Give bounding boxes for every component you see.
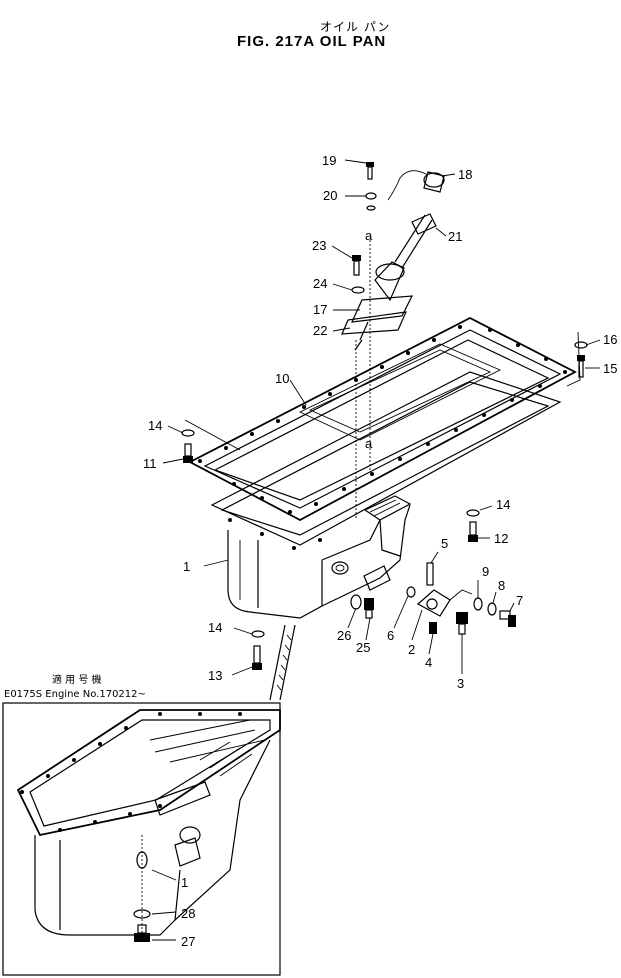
callout-18: 18	[458, 167, 472, 182]
callout-19: 19	[322, 153, 336, 168]
oil-pan-flange	[188, 316, 577, 546]
callout-12: 12	[494, 531, 508, 546]
callout-6: 6	[387, 628, 394, 643]
plug-25	[364, 598, 374, 619]
bolt-3	[456, 612, 468, 635]
oil-pan-body	[227, 495, 412, 619]
callout-23: 23	[312, 238, 326, 253]
inset-callout-1: 1	[181, 875, 188, 890]
inset-frame	[2, 702, 281, 976]
bolt-23	[352, 255, 361, 276]
callout-3: 3	[457, 676, 464, 691]
callout-4: 4	[425, 655, 432, 670]
figure-title: FIG. 217A OIL PAN	[237, 33, 387, 50]
callout-26: 26	[337, 628, 351, 643]
ref-letter-a-bottom: a	[365, 436, 373, 451]
bolt-12	[468, 521, 478, 542]
o-ring-6	[406, 586, 416, 598]
washer-26	[350, 594, 362, 610]
plug-4	[429, 622, 437, 634]
callout-21: 21	[448, 229, 462, 244]
washer-8	[487, 602, 497, 616]
figure-title-japanese: オイル パン	[320, 20, 391, 34]
callout-10: 10	[275, 371, 289, 386]
callout-16: 16	[603, 332, 617, 347]
inset-plug-27	[134, 924, 150, 942]
leader-lines	[162, 159, 601, 676]
inset-callout-27: 27	[181, 934, 195, 949]
callout-9: 9	[482, 564, 489, 579]
inset-leader-28	[151, 911, 177, 915]
ref-letter-a-top: a	[365, 228, 373, 243]
bolt-15	[577, 355, 585, 378]
bolt-13	[252, 645, 262, 670]
inset-oil-pan	[16, 709, 281, 940]
washer-14b	[466, 509, 480, 517]
tube-line	[449, 589, 473, 601]
callout-14-right: 14	[496, 497, 510, 512]
callout-25: 25	[356, 640, 370, 655]
washer-20	[365, 192, 377, 211]
inset-callout-28: 28	[181, 906, 195, 921]
callout-1: 1	[183, 559, 190, 574]
callout-13: 13	[208, 668, 222, 683]
washer-14a	[181, 429, 195, 437]
elbow-2	[416, 589, 451, 617]
callout-11: 11	[143, 456, 157, 471]
bolt-11	[183, 443, 193, 463]
inset-washer-28	[133, 909, 151, 919]
callout-8: 8	[498, 578, 505, 593]
callout-20: 20	[323, 188, 337, 203]
callout-5: 5	[441, 536, 448, 551]
inset-heading-japanese: 適 用 号 機	[52, 673, 102, 686]
callout-22: 22	[313, 323, 327, 338]
plug-7	[499, 610, 516, 627]
strainer-pipe	[269, 624, 296, 701]
inset-heading: E0175S Engine No.170212~	[4, 689, 146, 700]
washer-14c	[251, 630, 265, 638]
washer-24	[351, 286, 365, 294]
callout-14-upper: 14	[148, 418, 162, 433]
callout-15: 15	[603, 361, 617, 376]
callout-7: 7	[516, 593, 523, 608]
inset-leader-1	[151, 869, 177, 881]
dipstick-guide-assembly	[341, 170, 445, 520]
pin-5	[426, 562, 434, 586]
callout-17: 17	[313, 302, 327, 317]
flange-bolt-holes	[198, 325, 567, 550]
callout-2: 2	[408, 642, 415, 657]
washer-16	[574, 341, 588, 349]
washer-9	[473, 597, 483, 611]
callout-14-lower: 14	[208, 620, 222, 635]
callout-24: 24	[313, 276, 327, 291]
bolt-19	[366, 162, 374, 180]
